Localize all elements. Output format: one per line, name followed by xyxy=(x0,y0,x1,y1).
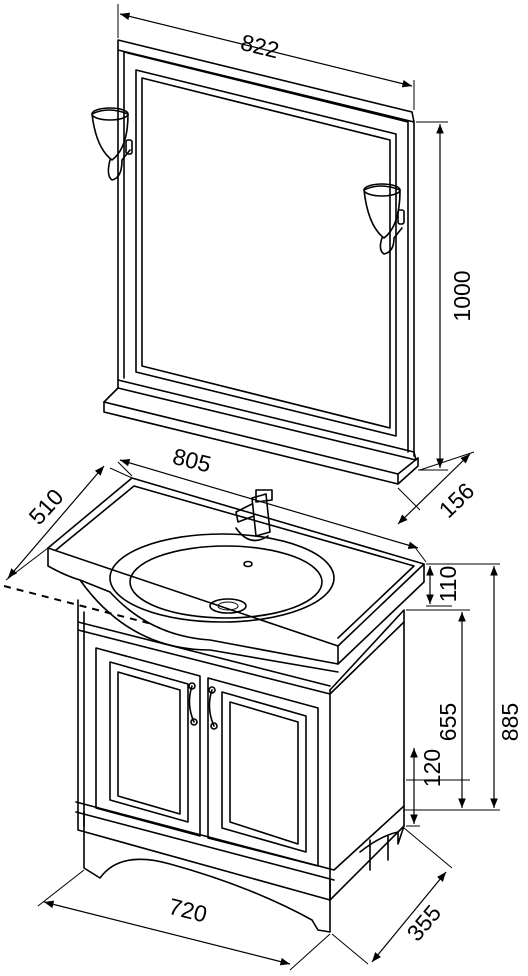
dim-mirror-width: 822 xyxy=(238,29,282,64)
cabinet-plinth xyxy=(83,811,331,933)
mirror-frame-inner xyxy=(135,69,397,437)
dim-shelf-depth: 156 xyxy=(434,478,480,523)
dim-mirror-height: 1000 xyxy=(449,270,475,321)
dim-basin-depth: 510 xyxy=(24,484,69,530)
dim-cabinet-width: 720 xyxy=(166,893,210,928)
cabinet-front-outline xyxy=(77,599,331,901)
mirror-glass xyxy=(141,77,391,429)
door-right xyxy=(207,677,319,867)
dim-plinth-height: 120 xyxy=(419,749,445,787)
basin-top xyxy=(47,477,425,647)
door-left xyxy=(95,647,201,837)
cabinet xyxy=(75,599,405,933)
handle-right xyxy=(208,689,215,727)
wall-lamp-left xyxy=(91,107,133,181)
basin-front xyxy=(47,547,425,665)
overflow-hole xyxy=(243,560,253,568)
basin xyxy=(47,477,425,673)
wall-lamp-right xyxy=(363,183,405,255)
handle-left xyxy=(188,685,195,723)
dim-total-height: 885 xyxy=(497,703,523,741)
dimension-lines xyxy=(5,4,500,971)
dim-cabinet-height: 655 xyxy=(435,703,461,741)
dim-cabinet-depth: 355 xyxy=(402,900,447,946)
dim-basin-height: 110 xyxy=(435,566,461,603)
drain xyxy=(209,598,247,614)
dim-basin-width: 805 xyxy=(170,443,214,478)
mirror xyxy=(103,39,419,485)
cabinet-side xyxy=(329,609,405,901)
